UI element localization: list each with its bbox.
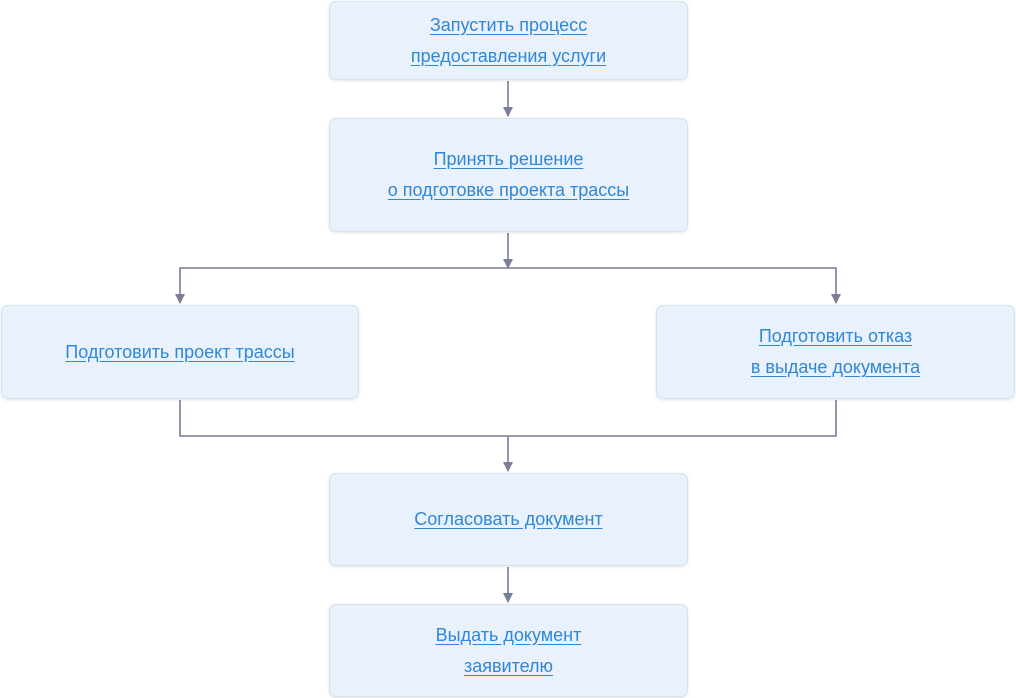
connector-branch-left (175, 267, 508, 304)
node-approve-document: Согласовать документ (329, 473, 688, 566)
node-prepare-refusal-line-2: в выдаче документа (750, 357, 921, 377)
node-prepare-route-project-line-1: Подготовить проект трассы (65, 341, 295, 362)
node-issue-document-line-1: Выдать документ (435, 624, 582, 645)
link-approve-document[interactable]: Согласовать документ (414, 504, 602, 535)
node-approve-document-line-1: Согласовать документ (414, 509, 603, 529)
node-start-process-line-1: Запустить процесс (429, 14, 588, 35)
link-prepare-refusal[interactable]: Подготовить отказ в выдаче документа (751, 321, 920, 383)
connector-merge-left (179, 400, 508, 437)
node-start-process: Запустить процесс предоставления услуги (329, 1, 688, 80)
node-make-decision-line-2: о подготовке проекта трассы (387, 180, 630, 200)
node-issue-document: Выдать документ заявителю (329, 604, 688, 697)
node-make-decision-line-1: Принять решение (433, 149, 584, 169)
link-prepare-route-project[interactable]: Подготовить проект трассы (65, 337, 294, 368)
node-prepare-refusal-line-1: Подготовить отказ (758, 326, 913, 346)
node-make-decision: Принять решение о подготовке проекта тра… (329, 118, 688, 232)
link-start-process[interactable]: Запустить процесс предоставления услуги (411, 10, 606, 72)
node-start-process-line-2: предоставления услуги (410, 45, 607, 66)
node-prepare-refusal: Подготовить отказ в выдаче документа (656, 305, 1015, 399)
node-prepare-route-project: Подготовить проект трассы (1, 305, 359, 399)
link-make-decision[interactable]: Принять решение о подготовке проекта тра… (388, 144, 629, 206)
connector-merge-right (508, 400, 837, 437)
connector-branch-right (508, 267, 841, 304)
link-issue-document[interactable]: Выдать документ заявителю (436, 620, 582, 682)
node-issue-document-line-2: заявителю (463, 655, 554, 676)
